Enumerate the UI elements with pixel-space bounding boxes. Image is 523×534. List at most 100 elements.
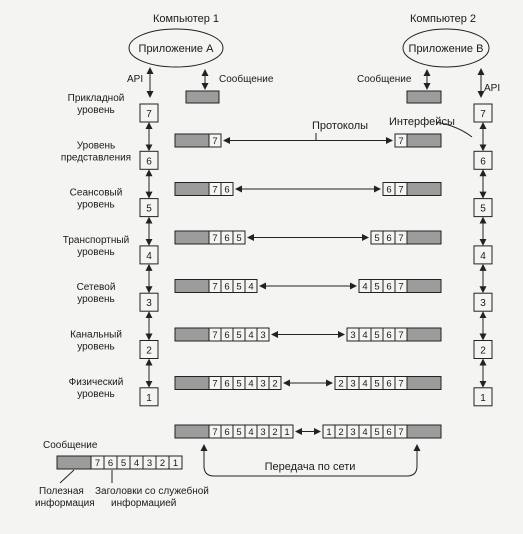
network-transfer-label: Передача по сети <box>265 461 356 473</box>
layer-name-4: Транспортный <box>63 235 129 246</box>
layer-name-6-line2: представления <box>61 152 131 163</box>
layer-number-right-3: 3 <box>480 298 486 309</box>
header-cell-left <box>232 230 246 245</box>
header-cell-label-right: 5 <box>374 233 379 244</box>
header-cell-label-left: 4 <box>248 330 253 341</box>
header-cell-label-left: 3 <box>260 330 265 341</box>
header-cell-label-right: 5 <box>374 330 379 341</box>
api-label-right: API <box>484 83 500 94</box>
header-cell-left <box>208 133 222 148</box>
header-cell-label-left: 6 <box>224 233 229 244</box>
packet-payload-right <box>406 424 442 439</box>
header-cell-left <box>220 182 234 196</box>
header-cell-label-left: 7 <box>212 427 217 438</box>
legend-headers-label-2: информацией <box>111 497 176 509</box>
layer-name-2: Канальный <box>70 330 122 341</box>
message-payload-right <box>406 90 442 104</box>
packet-payload-right <box>406 230 442 245</box>
header-cell-label-left: 5 <box>236 330 241 341</box>
header-cell-label-right: 6 <box>386 427 391 438</box>
layer-number-right-2: 2 <box>480 346 486 357</box>
header-cell-label-left: 4 <box>248 379 253 390</box>
header-cell-label-left: 2 <box>272 379 277 390</box>
legend-payload-label: Полезная <box>39 486 84 497</box>
header-cell-label-right: 5 <box>374 282 379 293</box>
header-cell-label-right: 5 <box>374 427 379 438</box>
message-payload-left <box>185 90 220 104</box>
application-a-label: Приложение А <box>139 43 215 55</box>
header-cell-label-right: 4 <box>362 282 367 293</box>
header-cell-label-left: 6 <box>224 379 229 390</box>
protocols-label: Протоколы <box>312 120 368 132</box>
layer-number-left-5: 5 <box>146 204 152 215</box>
header-cell-left <box>280 424 294 439</box>
header-cell-left <box>244 279 258 293</box>
legend-header-cell-label: 5 <box>121 458 126 469</box>
layer-number-right-5: 5 <box>480 204 486 215</box>
layer-name-7: Прикладной <box>68 93 125 104</box>
header-cell-label-right: 4 <box>362 379 367 390</box>
layer-box-left-1 <box>139 387 159 407</box>
header-cell-label-left: 5 <box>236 379 241 390</box>
layer-name-4-line2: уровень <box>77 247 115 258</box>
header-cell-label-left: 6 <box>224 185 229 196</box>
header-cell-label-right: 7 <box>398 136 403 147</box>
header-cell-label-right: 2 <box>338 427 343 438</box>
packet-payload-right <box>406 279 442 293</box>
legend-headers-label: Заголовки со служебной <box>95 485 209 497</box>
layer-number-left-2: 2 <box>146 346 152 357</box>
computer2-title: Компьютер 2 <box>410 13 476 25</box>
header-cell-label-right: 6 <box>386 233 391 244</box>
layer-name-3-line2: уровень <box>77 294 115 305</box>
header-cell-label-right: 4 <box>362 330 367 341</box>
packet-payload-left <box>174 230 210 245</box>
header-cell-label-left: 7 <box>212 185 217 196</box>
header-cell-label-right: 6 <box>386 185 391 196</box>
layer-number-left-7: 7 <box>146 109 152 120</box>
header-cell-label-left: 4 <box>248 427 253 438</box>
layer-name-3: Сетевой <box>77 282 116 293</box>
packet-payload-right <box>406 376 442 390</box>
header-cell-label-left: 5 <box>236 427 241 438</box>
header-cell-label-left: 5 <box>236 282 241 293</box>
layer-name-2-line2: уровень <box>77 342 115 353</box>
layer-number-left-4: 4 <box>146 251 152 262</box>
legend-header-cell-label: 6 <box>108 458 113 469</box>
header-cell-label-right: 7 <box>398 330 403 341</box>
header-cell-left <box>268 376 282 390</box>
header-cell-label-right: 6 <box>386 282 391 293</box>
header-cell-label-right: 7 <box>398 427 403 438</box>
header-cell-label-left: 3 <box>260 379 265 390</box>
layer-name-5: Сеансовый <box>70 188 123 199</box>
interfaces-label: Интерфейсы <box>389 116 455 128</box>
legend-payload-label-2: информация <box>35 497 95 509</box>
packet-payload-left <box>174 133 210 148</box>
legend-header-cell-label: 1 <box>173 458 178 469</box>
header-cell-label-right: 4 <box>362 427 367 438</box>
computer1-title: Компьютер 1 <box>153 13 219 25</box>
layer-name-1: Физический <box>69 377 124 388</box>
header-cell-label-right: 7 <box>398 233 403 244</box>
packet-payload-left <box>174 279 210 293</box>
application-a-ellipse <box>128 28 224 68</box>
packet-payload-right <box>406 133 442 148</box>
header-cell-label-left: 7 <box>212 136 217 147</box>
header-cell-label-left: 6 <box>224 282 229 293</box>
header-cell-label-right: 2 <box>338 379 343 390</box>
header-cell-label-left: 6 <box>224 330 229 341</box>
legend-header-cell <box>168 455 183 470</box>
header-cell-label-right: 6 <box>386 379 391 390</box>
legend-title: Сообщение <box>43 439 98 451</box>
layer-name-1-line2: уровень <box>77 389 115 400</box>
header-cell-label-right: 1 <box>326 427 331 438</box>
layer-box-right-1 <box>473 387 493 407</box>
header-cell-label-left: 1 <box>284 427 289 438</box>
api-label-left: API <box>127 74 143 85</box>
header-cell-label-left: 7 <box>212 379 217 390</box>
packet-payload-left <box>174 424 210 439</box>
header-cell-label-right: 5 <box>374 379 379 390</box>
header-cell-label-right: 7 <box>398 379 403 390</box>
application-b-label: Приложение В <box>409 43 484 55</box>
